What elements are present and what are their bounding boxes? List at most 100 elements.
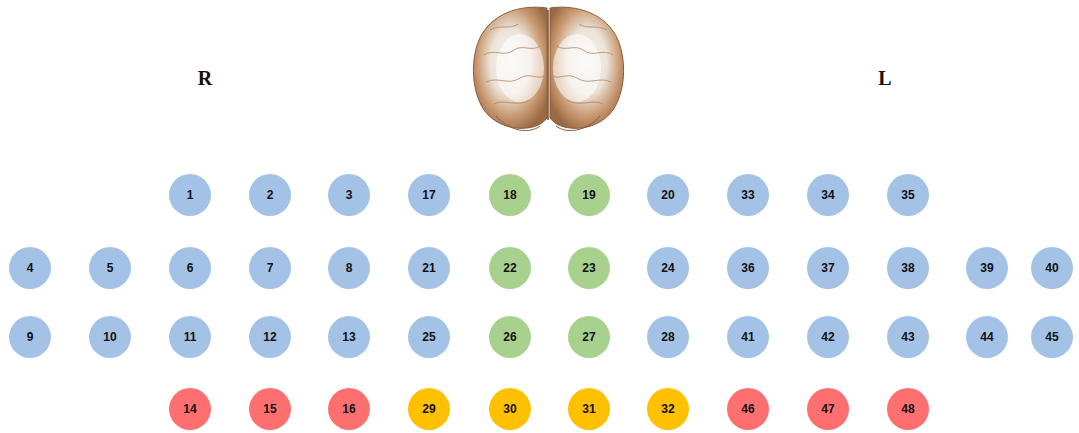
electrode-circle: 34 bbox=[807, 174, 849, 216]
channel-number: 2 bbox=[267, 189, 274, 201]
electrode-circle: 2 bbox=[249, 174, 291, 216]
electrode-circle: 47 bbox=[807, 388, 849, 430]
brain-illustration bbox=[473, 7, 623, 130]
electrode-circle: 29 bbox=[408, 388, 450, 430]
electrode-circle: 19 bbox=[568, 174, 610, 216]
electrode-circle: 13 bbox=[328, 316, 370, 358]
channel-number: 21 bbox=[422, 262, 435, 274]
electrode-circle: 33 bbox=[727, 174, 769, 216]
channel-number: 5 bbox=[107, 262, 114, 274]
channel-number: 16 bbox=[342, 403, 355, 415]
electrode-circle: 4 bbox=[9, 247, 51, 289]
electrode-circle: 44 bbox=[966, 316, 1008, 358]
electrode-circle: 39 bbox=[966, 247, 1008, 289]
channel-number: 41 bbox=[741, 331, 754, 343]
channel-number: 37 bbox=[821, 262, 834, 274]
channel-number: 48 bbox=[901, 403, 914, 415]
channel-number: 18 bbox=[503, 189, 516, 201]
electrode-circle: 17 bbox=[408, 174, 450, 216]
electrode-circle: 31 bbox=[568, 388, 610, 430]
channel-number: 30 bbox=[503, 403, 516, 415]
channel-number: 24 bbox=[661, 262, 674, 274]
electrode-circle: 46 bbox=[727, 388, 769, 430]
channel-number: 25 bbox=[422, 331, 435, 343]
channel-number: 38 bbox=[901, 262, 914, 274]
channel-number: 40 bbox=[1045, 262, 1058, 274]
channel-number: 15 bbox=[263, 403, 276, 415]
channel-number: 8 bbox=[346, 262, 353, 274]
electrode-circle: 21 bbox=[408, 247, 450, 289]
hemisphere-label: L bbox=[878, 68, 891, 88]
electrode-circle: 28 bbox=[647, 316, 689, 358]
channel-number: 43 bbox=[901, 331, 914, 343]
channel-number: 34 bbox=[821, 189, 834, 201]
electrode-circle: 5 bbox=[89, 247, 131, 289]
channel-number: 36 bbox=[741, 262, 754, 274]
electrode-circle: 16 bbox=[328, 388, 370, 430]
channel-number: 39 bbox=[980, 262, 993, 274]
electrode-circle: 25 bbox=[408, 316, 450, 358]
channel-number: 23 bbox=[582, 262, 595, 274]
channel-number: 27 bbox=[582, 331, 595, 343]
channel-number: 22 bbox=[503, 262, 516, 274]
electrode-circle: 3 bbox=[328, 174, 370, 216]
channel-number: 26 bbox=[503, 331, 516, 343]
electrode-circle: 15 bbox=[249, 388, 291, 430]
channel-number: 10 bbox=[103, 331, 116, 343]
electrode-circle: 8 bbox=[328, 247, 370, 289]
electrode-circle: 23 bbox=[568, 247, 610, 289]
channel-number: 1 bbox=[187, 189, 194, 201]
electrode-circle: 24 bbox=[647, 247, 689, 289]
channel-number: 47 bbox=[821, 403, 834, 415]
electrode-circle: 43 bbox=[887, 316, 929, 358]
channel-number: 12 bbox=[263, 331, 276, 343]
channel-number: 3 bbox=[346, 189, 353, 201]
electrode-circle: 18 bbox=[489, 174, 531, 216]
electrode-circle: 27 bbox=[568, 316, 610, 358]
channel-number: 20 bbox=[661, 189, 674, 201]
electrode-circle: 38 bbox=[887, 247, 929, 289]
channel-number: 9 bbox=[27, 331, 34, 343]
electrode-circle: 1 bbox=[169, 174, 211, 216]
channel-number: 6 bbox=[187, 262, 194, 274]
electrode-circle: 32 bbox=[647, 388, 689, 430]
electrode-circle: 7 bbox=[249, 247, 291, 289]
channel-number: 35 bbox=[901, 189, 914, 201]
electrode-circle: 9 bbox=[9, 316, 51, 358]
electrode-circle: 6 bbox=[169, 247, 211, 289]
channel-number: 29 bbox=[422, 403, 435, 415]
electrode-circle: 12 bbox=[249, 316, 291, 358]
channel-number: 19 bbox=[582, 189, 595, 201]
electrode-circle: 26 bbox=[489, 316, 531, 358]
channel-number: 46 bbox=[741, 403, 754, 415]
electrode-circle: 36 bbox=[727, 247, 769, 289]
channel-number: 11 bbox=[184, 331, 197, 343]
hemisphere-label: R bbox=[198, 68, 212, 88]
electrode-circle: 11 bbox=[169, 316, 211, 358]
electrode-circle: 45 bbox=[1031, 316, 1073, 358]
electrode-circle: 20 bbox=[647, 174, 689, 216]
channel-number: 7 bbox=[267, 262, 274, 274]
channel-number: 14 bbox=[183, 403, 196, 415]
electrode-circle: 22 bbox=[489, 247, 531, 289]
electrode-circle: 37 bbox=[807, 247, 849, 289]
electrode-circle: 48 bbox=[887, 388, 929, 430]
channel-number: 28 bbox=[661, 331, 674, 343]
electrode-circle: 14 bbox=[169, 388, 211, 430]
channel-number: 32 bbox=[661, 403, 674, 415]
channel-number: 44 bbox=[980, 331, 993, 343]
channel-number: 45 bbox=[1045, 331, 1058, 343]
electrode-circle: 10 bbox=[89, 316, 131, 358]
electrode-circle: 42 bbox=[807, 316, 849, 358]
electrode-circle: 30 bbox=[489, 388, 531, 430]
channel-number: 31 bbox=[582, 403, 595, 415]
channel-number: 4 bbox=[27, 262, 34, 274]
electrode-circle: 35 bbox=[887, 174, 929, 216]
electrode-circle: 40 bbox=[1031, 247, 1073, 289]
channel-number: 13 bbox=[342, 331, 355, 343]
electrode-circle: 41 bbox=[727, 316, 769, 358]
channel-number: 17 bbox=[422, 189, 435, 201]
channel-number: 33 bbox=[741, 189, 754, 201]
